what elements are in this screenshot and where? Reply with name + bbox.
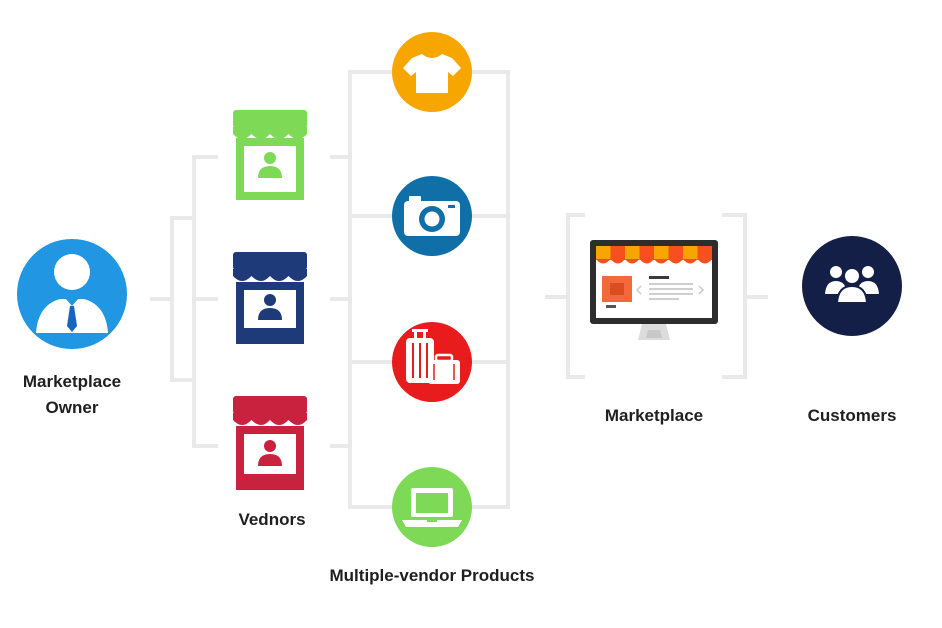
customers-label: Customers [807, 406, 897, 425]
storefront-green-icon [233, 110, 307, 200]
luggage-icon [392, 322, 472, 402]
awning-stripes [596, 246, 712, 264]
people-group-icon [802, 236, 902, 336]
camera-icon [392, 176, 472, 256]
laptop-icon [392, 467, 472, 547]
marketplace-label: Marketplace [604, 406, 704, 425]
owner-label-line1: Marketplace [22, 372, 122, 391]
storefront-red-icon [233, 396, 307, 490]
owner-label-line2: Owner [45, 398, 99, 417]
tshirt-icon [392, 32, 472, 112]
storefront-navy-icon [233, 252, 307, 344]
products-label: Multiple-vendor Products [329, 566, 535, 585]
vendors-label: Vednors [238, 510, 306, 529]
owner-icon [17, 239, 127, 349]
connector-lines [150, 70, 768, 509]
monitor-storefront-icon [590, 240, 718, 340]
owner-label: Marketplace Owner [0, 369, 144, 421]
